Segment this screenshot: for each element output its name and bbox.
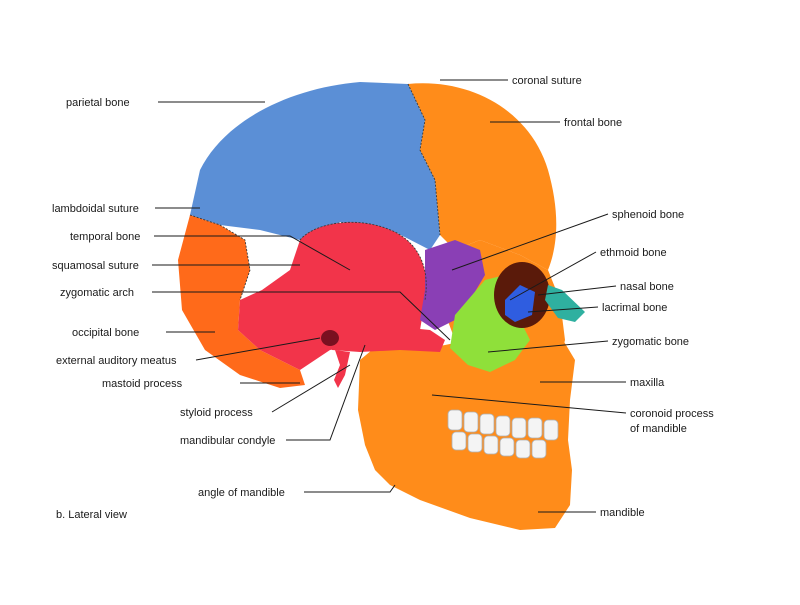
label-occipital-bone: occipital bone bbox=[72, 327, 139, 339]
teeth bbox=[447, 409, 559, 459]
leader-lines bbox=[152, 79, 627, 513]
parietal-bone-shape bbox=[190, 82, 440, 250]
labels: coronal suture frontal bone parietal bon… bbox=[52, 75, 714, 521]
zygomatic-arch-shape bbox=[330, 325, 445, 352]
label-ethmoid-bone: ethmoid bone bbox=[600, 247, 667, 259]
zygomatic-bone-shape bbox=[450, 275, 530, 372]
label-parietal-bone: parietal bone bbox=[66, 97, 130, 109]
nasal-bone-shape bbox=[545, 285, 585, 322]
label-coronoid-process-line2: of mandible bbox=[630, 423, 687, 435]
styloid-process-shape bbox=[334, 350, 350, 388]
label-mandible: mandible bbox=[600, 507, 645, 519]
ethmoid-bone-shape bbox=[505, 285, 535, 322]
label-mastoid-process: mastoid process bbox=[102, 378, 183, 390]
label-sphenoid-bone: sphenoid bone bbox=[612, 209, 684, 221]
label-styloid-process: styloid process bbox=[180, 407, 253, 419]
label-squamosal-suture: squamosal suture bbox=[52, 260, 139, 272]
label-mandibular-condyle: mandibular condyle bbox=[180, 435, 275, 447]
label-zygomatic-arch: zygomatic arch bbox=[60, 287, 134, 299]
sphenoid-bone-shape bbox=[420, 240, 485, 330]
auditory-meatus-hole bbox=[321, 330, 339, 346]
label-maxilla: maxilla bbox=[630, 377, 665, 389]
label-zygomatic-bone: zygomatic bone bbox=[612, 336, 689, 348]
label-lambdoidal-suture: lambdoidal suture bbox=[52, 203, 139, 215]
label-frontal-bone: frontal bone bbox=[564, 117, 622, 129]
skull-drawing bbox=[178, 82, 585, 530]
label-coronal-suture: coronal suture bbox=[512, 75, 582, 87]
label-nasal-bone: nasal bone bbox=[620, 281, 674, 293]
label-coronoid-process-line1: coronoid process bbox=[630, 408, 714, 420]
label-external-auditory-meatus: external auditory meatus bbox=[56, 355, 177, 367]
occipital-bone-shape bbox=[178, 215, 305, 388]
label-temporal-bone: temporal bone bbox=[70, 231, 140, 243]
label-lacrimal-bone: lacrimal bone bbox=[602, 302, 667, 314]
caption: b. Lateral view bbox=[56, 509, 127, 521]
label-angle-of-mandible: angle of mandible bbox=[198, 487, 285, 499]
frontal-bone-shape bbox=[408, 83, 557, 270]
